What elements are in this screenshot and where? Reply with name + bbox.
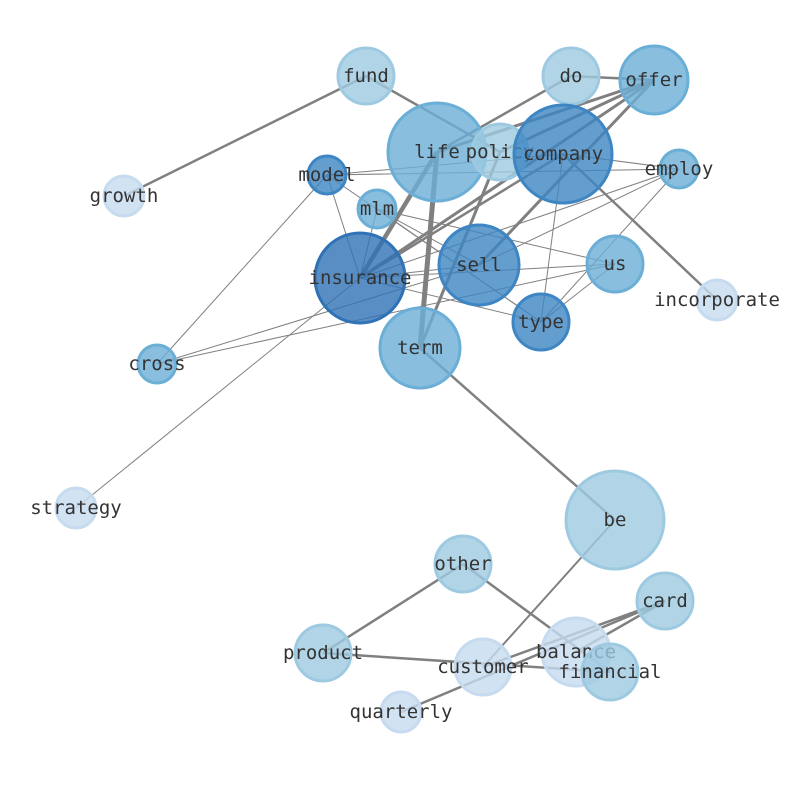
node-circle-offer (618, 44, 690, 116)
node-product: product (283, 623, 363, 683)
node-circle-fund (336, 46, 396, 106)
node-circle-term (378, 306, 462, 390)
node-circle-financial (580, 642, 640, 702)
node-other: other (433, 534, 493, 594)
node-circle-company (512, 103, 614, 205)
node-circle-other (433, 534, 493, 594)
node-type: type (511, 292, 571, 352)
node-growth: growth (90, 174, 159, 218)
node-circle-us (585, 234, 645, 294)
edge-cross-sell (156, 264, 480, 365)
node-label-cross: cross (128, 353, 185, 375)
node-label-financial: financial (559, 661, 662, 683)
node-circle-strategy (54, 486, 98, 530)
node-model: model (298, 154, 356, 196)
edge-fund-growth (123, 74, 367, 198)
node-circle-quarterly (379, 690, 423, 734)
node-financial: financial (559, 642, 662, 702)
node-incorporate: incorporate (654, 278, 780, 322)
node-label-be: be (604, 509, 627, 531)
node-circle-card (635, 571, 695, 631)
node-label-type: type (518, 311, 564, 333)
edge-card-quarterly (400, 599, 666, 714)
node-circle-customer (453, 637, 513, 697)
node-circle-sell (437, 223, 521, 307)
node-company: company (512, 103, 614, 205)
edge-employ-insurance (359, 168, 680, 279)
node-label-company: company (523, 143, 603, 165)
node-circle-insurance (313, 231, 407, 325)
node-circle-mlm (356, 188, 398, 230)
node-fund: fund (336, 46, 396, 106)
node-term: term (378, 306, 462, 390)
node-label-customer: customer (437, 656, 529, 678)
node-circle-model (306, 154, 348, 196)
node-be: be (564, 469, 666, 571)
node-circle-employ (658, 148, 700, 190)
node-quarterly: quarterly (350, 690, 453, 734)
node-label-incorporate: incorporate (654, 289, 780, 311)
node-label-employ: employ (645, 158, 714, 180)
node-label-card: card (642, 590, 688, 612)
node-circle-be (564, 469, 666, 571)
node-strategy: strategy (30, 486, 122, 530)
node-insurance: insurance (309, 231, 412, 325)
node-label-do: do (560, 65, 583, 87)
node-circle-do (541, 46, 601, 106)
node-us: us (585, 234, 645, 294)
node-circle-type (511, 292, 571, 352)
node-label-sell: sell (456, 254, 502, 276)
node-sell: sell (437, 223, 521, 307)
node-label-strategy: strategy (30, 497, 122, 519)
node-label-us: us (604, 253, 627, 275)
node-label-term: term (397, 337, 443, 359)
node-circle-product (293, 623, 353, 683)
node-label-growth: growth (90, 185, 159, 207)
node-offer: offer (618, 44, 690, 116)
node-card: card (635, 571, 695, 631)
node-label-mlm: mlm (360, 198, 394, 220)
node-label-quarterly: quarterly (350, 701, 453, 723)
node-customer: customer (437, 637, 529, 697)
node-cross: cross (128, 343, 186, 385)
node-label-fund: fund (343, 65, 389, 87)
edge-insurance-strategy (75, 277, 361, 509)
node-label-life: life (414, 141, 460, 163)
node-circle-cross (136, 343, 178, 385)
node-do: do (541, 46, 601, 106)
node-label-insurance: insurance (309, 267, 412, 289)
node-mlm: mlm (356, 188, 398, 230)
node-label-offer: offer (625, 69, 682, 91)
node-circle-growth (102, 174, 146, 218)
node-employ: employ (645, 148, 714, 190)
node-label-product: product (283, 642, 363, 664)
node-label-other: other (434, 553, 491, 575)
node-circle-incorporate (695, 278, 739, 322)
node-label-model: model (298, 164, 355, 186)
edge-model-cross (156, 174, 328, 365)
